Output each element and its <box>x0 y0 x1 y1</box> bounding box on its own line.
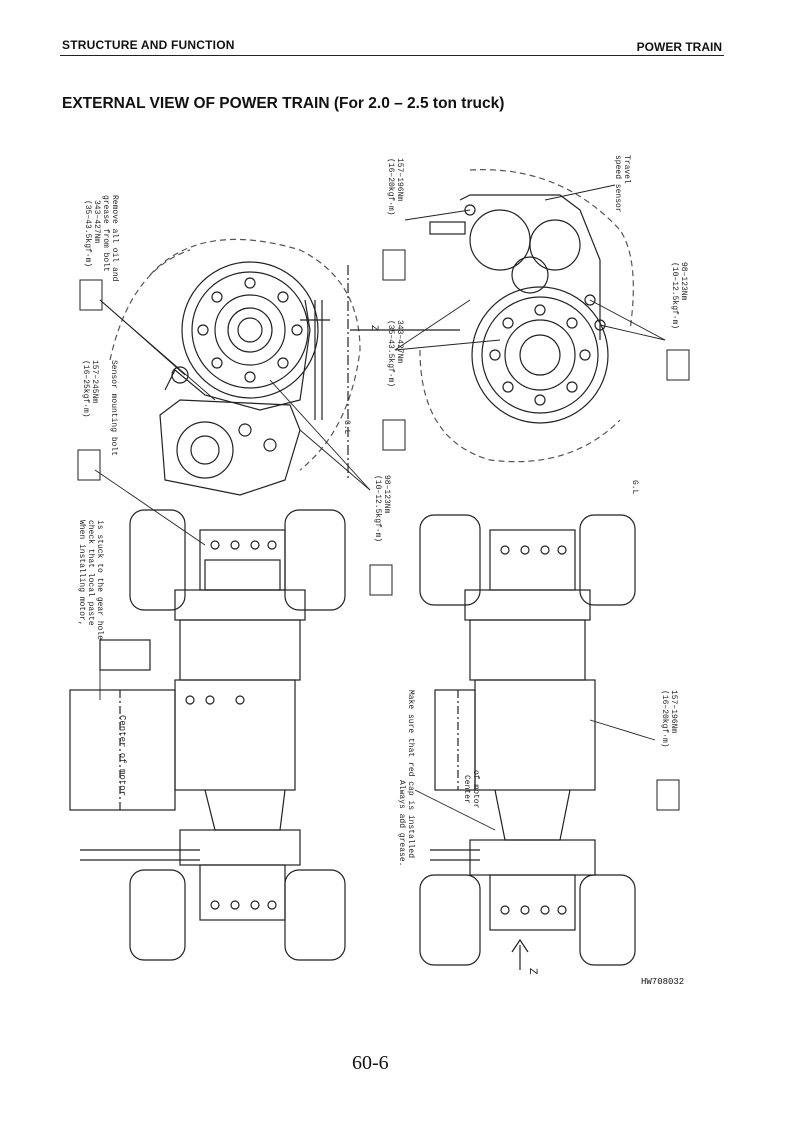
callout-157-mid-kgf: (16–20kgf·m) <box>386 158 395 216</box>
left-axle-bolts <box>185 540 277 910</box>
callout-when-installing-2: check that local paste <box>86 520 95 626</box>
callout-center-of-motor-2a: Center <box>462 775 471 804</box>
page-number: 60-6 <box>352 1052 389 1074</box>
view-z-label-arrow: Z <box>526 968 538 975</box>
callout-343-mid: 343–427Nm <box>395 320 404 363</box>
callout-157-lower: 157–196Nm <box>669 690 678 733</box>
callout-remove-oil-2: grease from bolt <box>101 195 110 272</box>
chapter-header: POWER TRAIN <box>636 40 722 54</box>
callout-box-343-mid: 343–427Nm (35–43.5kgf·m) <box>382 320 406 451</box>
page-title: EXTERNAL VIEW OF POWER TRAIN (For 2.0 – … <box>62 95 505 112</box>
z-view-arrow <box>511 938 529 970</box>
callout-sensor-bolt: Sensor mounting bolt <box>109 360 118 456</box>
left-axle-view <box>69 509 346 961</box>
callout-when-installing-3: is stuck to the gear hole <box>95 520 104 640</box>
header-rule <box>60 55 724 56</box>
callout-343-left: 343–427Nm <box>92 200 101 243</box>
callout-box-98-right: 98–123Nm (10–12.5kgf·m) <box>666 262 690 381</box>
callout-travel-speed-1: Travel <box>622 155 631 184</box>
callout-center-of-motor: Center of motor <box>117 715 127 796</box>
callout-when-installing-1: When installing motor, <box>77 520 86 626</box>
right-axle-bolts <box>500 545 567 915</box>
callout-157-lower-kgf: (16–20kgf·m) <box>660 690 669 748</box>
callout-box-343-left: 343–427Nm (35–43.5kgf·m) Remove all oil … <box>79 195 119 311</box>
callout-157-left-kgf: (16–25kgf·m) <box>81 360 90 418</box>
left-side-view <box>109 238 361 496</box>
callout-always-add-2: Make sure that red cap is installed <box>406 690 415 858</box>
right-axle-view <box>419 514 636 970</box>
right-side-view <box>350 169 634 463</box>
callout-center-of-motor-2b: of motor <box>471 770 480 809</box>
callout-157-left: 157–245Nm <box>90 360 99 403</box>
callout-box-98-center: 98–123Nm (10–12.5kgf·m) <box>369 475 393 596</box>
callout-remove-oil: Remove all oil and <box>110 195 119 282</box>
section-header: STRUCTURE AND FUNCTION <box>62 38 235 52</box>
callout-travel-speed-2: speed sensor <box>613 155 622 213</box>
callout-343-mid-kgf: (35–43.5kgf·m) <box>386 320 395 387</box>
callout-box-157-mid: 157–196Nm (16–20kgf·m) <box>382 158 406 281</box>
ground-line-right: G.L <box>630 480 639 495</box>
callout-always-add-1: Always add grease. <box>397 780 406 866</box>
callout-when-installing: When installing motor, check that local … <box>77 520 104 640</box>
hub-bolts-right <box>489 304 591 406</box>
callout-157-mid: 157–196Nm <box>395 158 404 201</box>
hub-bolts-left <box>197 277 303 383</box>
callout-98-right-kgf: (10–12.5kgf·m) <box>670 262 679 329</box>
callout-always-add: Always add grease. Make sure that red ca… <box>397 690 415 866</box>
callout-box-157-left: 157–245Nm (16–25kgf·m) Sensor mounting b… <box>77 360 118 481</box>
figure-code: HW708032 <box>641 977 685 987</box>
callout-box-157-lower: 157–196Nm (16–20kgf·m) <box>656 690 680 811</box>
callout-travel-speed: Travel speed sensor <box>613 155 631 213</box>
callout-343-left-kgf: (35–43.5kgf·m) <box>83 200 92 267</box>
view-z-label-top: Z <box>368 325 379 331</box>
callout-98-right: 98–123Nm <box>679 262 688 301</box>
callout-98-center: 98–123Nm <box>382 475 391 514</box>
leader-lines <box>94 184 666 831</box>
callout-98-center-kgf: (10–12.5kgf·m) <box>373 475 382 542</box>
ground-line-left: G.L <box>342 420 351 435</box>
callout-center-of-motor-2: Center of motor <box>462 770 480 809</box>
